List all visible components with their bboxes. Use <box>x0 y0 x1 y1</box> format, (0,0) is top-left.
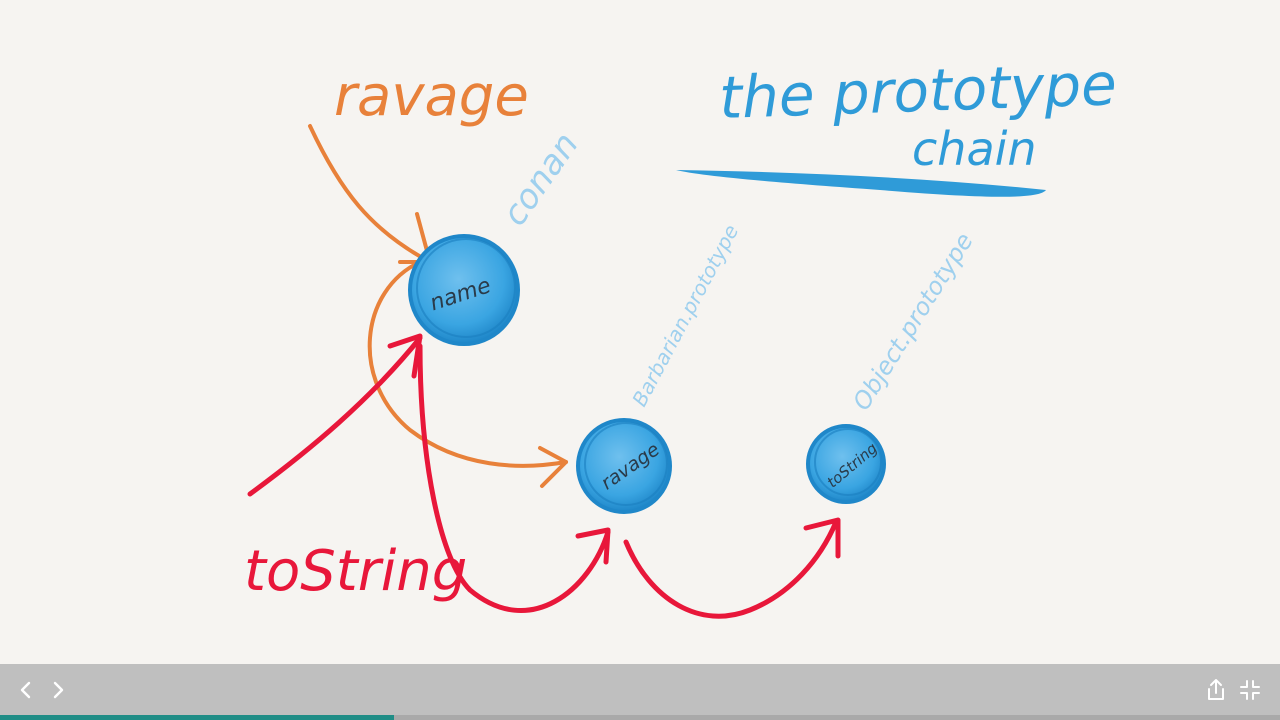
tostring-to-object-arrow <box>623 519 839 619</box>
slide-progress-fill <box>0 715 395 720</box>
tostring-incoming-arrowhead <box>387 333 423 379</box>
chevron-right-icon <box>53 681 64 699</box>
slide-canvas: the prototype chain ravage toString name… <box>244 50 1118 619</box>
prototype-chain-diagram: the prototype chain ravage toString name… <box>244 50 1118 619</box>
diagram-title-line1: the prototype <box>718 50 1118 132</box>
chevron-left-icon <box>20 681 31 699</box>
node-conan: name <box>408 234 520 346</box>
tostring-to-barbarian-arrow <box>417 343 611 613</box>
node-barbarian-prototype: ravage <box>576 418 672 514</box>
ravage-incoming-arrow <box>308 124 432 264</box>
exit-fullscreen-button[interactable] <box>1236 676 1264 704</box>
slideshow-toolbar <box>0 664 1280 720</box>
node-object-prototype: toString <box>806 424 886 504</box>
lookup-label-tostring: toString <box>244 539 467 604</box>
previous-slide-button[interactable] <box>12 676 40 704</box>
slide-progress-track[interactable] <box>0 715 1280 720</box>
tostring-to-object-arrowhead <box>803 517 841 559</box>
node-conan-label: conan <box>495 125 587 233</box>
ravage-delegation-arrow <box>367 260 568 468</box>
share-icon <box>1208 679 1224 700</box>
tostring-incoming-arrow <box>247 335 423 497</box>
diagram-title-line2: chain <box>912 122 1037 176</box>
ravage-delegation-arrowhead <box>538 446 568 488</box>
tostring-to-barbarian-arrowhead <box>575 527 611 565</box>
node-object-label: Object.prototype <box>847 228 978 415</box>
next-slide-button[interactable] <box>44 676 72 704</box>
share-button[interactable] <box>1202 676 1230 704</box>
title-underline <box>676 170 1046 197</box>
lookup-label-ravage: ravage <box>334 64 529 129</box>
exit-fullscreen-icon <box>1240 680 1260 700</box>
node-barbarian-label: Barbarian.prototype <box>627 221 743 411</box>
